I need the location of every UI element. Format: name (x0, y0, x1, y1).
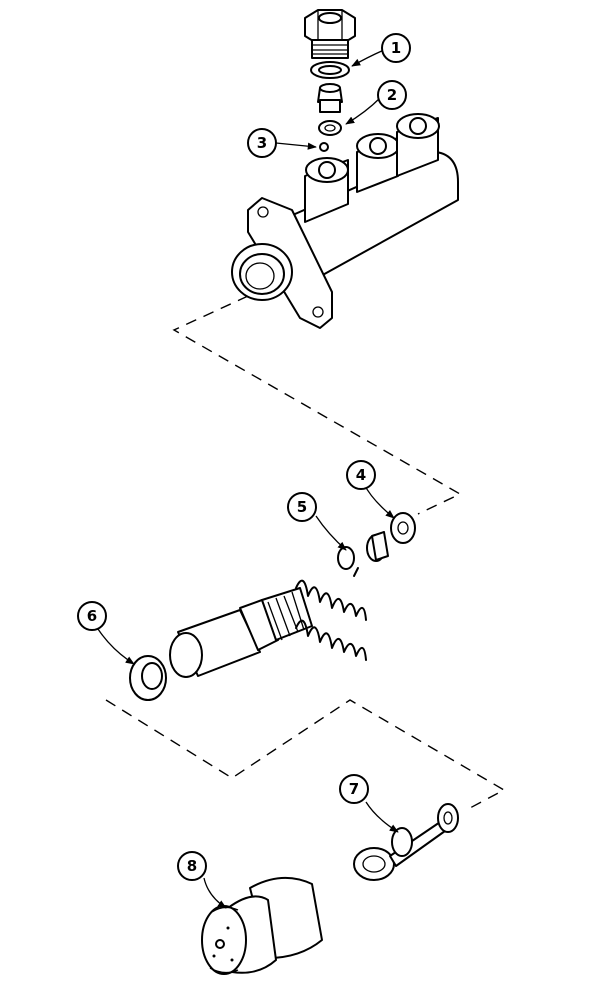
callout-2-label: 2 (387, 86, 397, 104)
callout-1: 1 (381, 33, 411, 63)
piston-assembly (169, 531, 389, 678)
check-valve-fitting (317, 83, 343, 113)
callout-6-label: 6 (87, 607, 97, 625)
callout-5-label: 5 (297, 498, 307, 516)
callout-4: 4 (346, 460, 376, 490)
banjo-bolt-fitting (304, 9, 356, 59)
callout-8: 8 (177, 851, 207, 881)
callout-8-label: 8 (187, 857, 197, 875)
callout-2: 2 (377, 80, 407, 110)
seal-6 (129, 655, 167, 701)
return-spring (295, 579, 367, 661)
sealing-washer (310, 61, 350, 79)
callout-7: 7 (339, 774, 369, 804)
callout-7-label: 7 (349, 780, 359, 798)
callout-1-label: 1 (391, 39, 401, 57)
leader-arrows (97, 49, 399, 909)
master-cylinder-body (231, 113, 459, 329)
assembly-line-lower (105, 699, 506, 809)
callout-3-label: 3 (257, 134, 267, 152)
callout-4-label: 4 (356, 466, 366, 484)
callout-3: 3 (247, 128, 277, 158)
push-rod (353, 803, 459, 881)
dust-boot (201, 876, 323, 975)
callout-5: 5 (287, 492, 317, 522)
callout-6: 6 (77, 601, 107, 631)
assembly-line-upper (172, 295, 462, 515)
seal-4 (390, 512, 416, 544)
check-ball (319, 142, 329, 152)
valve-seat (318, 120, 342, 136)
